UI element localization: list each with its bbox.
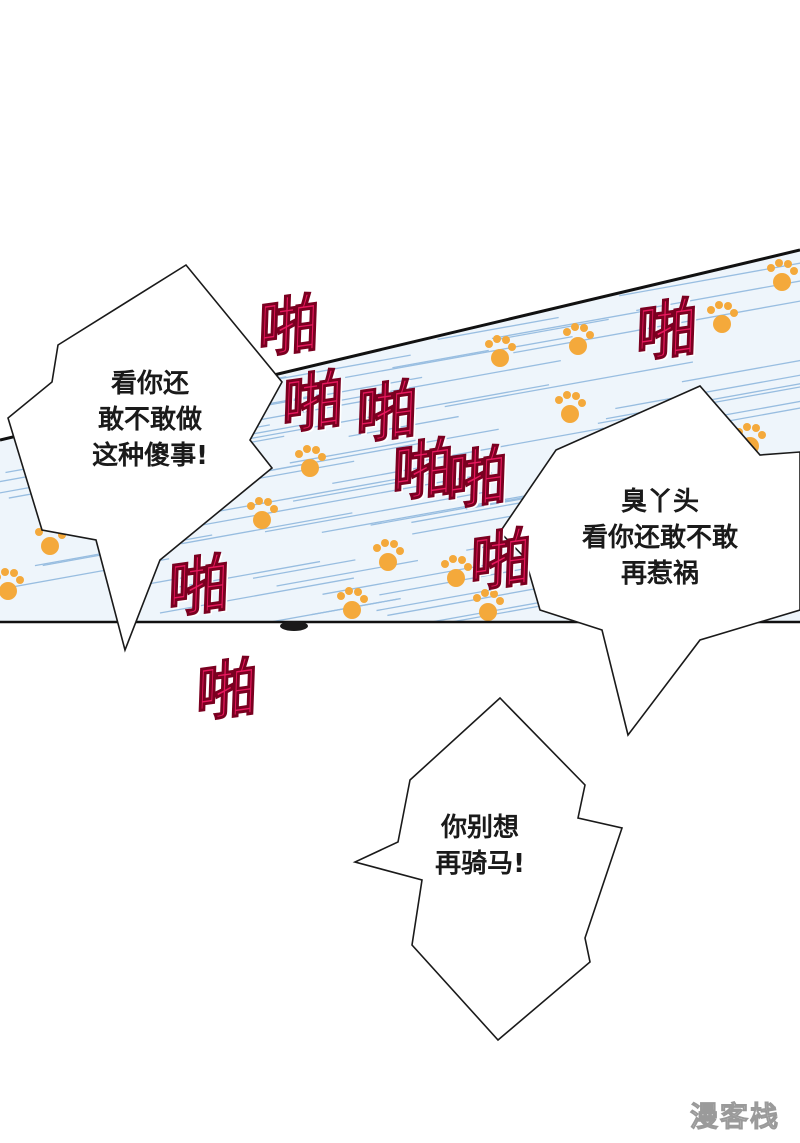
speed-line xyxy=(681,328,800,383)
speed-line xyxy=(31,286,113,303)
speed-line xyxy=(264,490,489,533)
speed-line xyxy=(615,366,800,410)
bubble-line: 再骑马! xyxy=(435,849,525,879)
speed-line xyxy=(187,250,421,254)
speed-line xyxy=(175,560,321,589)
speed-line xyxy=(251,393,401,422)
speed-line xyxy=(221,306,435,346)
speed-line xyxy=(158,250,332,260)
speed-line xyxy=(332,465,427,485)
speed-line xyxy=(348,415,459,437)
sound-effect: 啪 xyxy=(281,361,346,445)
speed-line xyxy=(214,284,474,333)
speech-bubble-right xyxy=(498,385,800,737)
bubble-line: 敢不敢做 xyxy=(97,405,202,435)
sound-effect: 啪 xyxy=(445,437,510,521)
speed-line xyxy=(181,512,353,545)
speed-line xyxy=(289,250,490,251)
bubble-line: 再惹祸 xyxy=(620,559,699,589)
bubble-line: 看你还敢不敢 xyxy=(581,523,738,553)
speed-line xyxy=(212,250,508,298)
speed-line xyxy=(202,250,523,305)
speed-line xyxy=(444,361,694,408)
speed-line xyxy=(292,481,398,502)
speed-line xyxy=(321,492,540,534)
bubble-line: 看你还 xyxy=(110,369,189,399)
bubble-line: 这种傻事! xyxy=(92,441,208,471)
speed-line xyxy=(0,357,18,377)
speed-line xyxy=(195,250,397,271)
sound-effect: 啪 xyxy=(635,289,700,373)
speed-line xyxy=(619,250,800,297)
speed-line xyxy=(387,584,555,617)
speed-line xyxy=(30,250,237,283)
bubble-text-right: 臭丫头 看你还敢不敢 再惹祸 xyxy=(560,484,760,592)
speed-line xyxy=(504,250,703,254)
speed-line xyxy=(159,577,355,614)
speed-line xyxy=(329,250,483,262)
site-watermark: 漫客栈 xyxy=(689,1100,780,1134)
speed-line xyxy=(491,309,652,340)
sound-effect: 啪 xyxy=(167,545,232,629)
speed-line xyxy=(636,266,800,312)
speed-line xyxy=(376,588,494,612)
speed-line xyxy=(395,250,502,253)
speed-line xyxy=(252,559,356,579)
speed-line xyxy=(437,316,559,340)
bubble-text-bottom: 你别想 再骑马! xyxy=(400,810,560,882)
bubble-line: 臭丫头 xyxy=(620,487,699,517)
speed-line xyxy=(170,472,493,532)
speed-line xyxy=(494,318,609,341)
speed-line xyxy=(297,360,561,409)
sound-effect: 啪 xyxy=(469,519,534,603)
speed-line xyxy=(322,559,513,595)
speed-line xyxy=(421,427,604,462)
bubble-text-left: 看你还 敢不敢做 这种傻事! xyxy=(70,366,230,474)
sound-effect: 啪 xyxy=(195,649,260,733)
ink-smudge xyxy=(280,621,308,631)
bubble-line: 你别想 xyxy=(440,813,519,843)
speech-bubble-bottom xyxy=(352,696,624,1042)
speed-line xyxy=(250,384,550,440)
speed-line xyxy=(392,349,489,369)
sound-effect: 啪 xyxy=(257,285,322,369)
speed-line xyxy=(0,250,137,282)
speed-line xyxy=(513,297,800,354)
speed-line xyxy=(0,257,84,283)
speed-line xyxy=(345,335,573,379)
speech-bubble-left xyxy=(7,263,283,653)
